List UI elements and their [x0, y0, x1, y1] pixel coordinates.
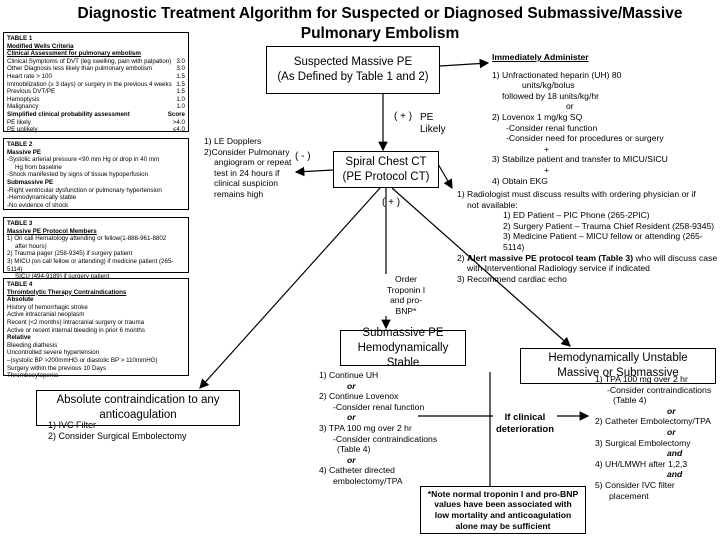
table-2-line: -Systolic arterial pressure <90 mm Hg or… [7, 156, 160, 164]
table-1-row: Immobilization (≥ 3 days) or surgery in … [7, 80, 185, 88]
table-3-subheading: Massive PE Protocol Members [7, 227, 97, 235]
table-3-line: SICU (494-9189) if surgery patient [15, 273, 110, 281]
arrow-ct-to-radiologist [437, 163, 453, 190]
plus-label-2: ( + ) [382, 197, 401, 208]
immediately-administer-text: Immediately Administer 1) Unfractionated… [492, 52, 668, 186]
table-4-line: Surgery within the previous 10 Days [7, 364, 107, 372]
table-4-subheading: Thrombolytic Therapy Contraindications [7, 288, 127, 296]
table-1-subheading: Modified Wells Criteria [7, 42, 74, 50]
spiral-chest-ct-box: Spiral Chest CT (PE Protocol CT) [333, 151, 439, 188]
table-2-line: -Shock manifested by signs of tissue hyp… [7, 171, 149, 179]
table-4-line: Recent (<2 months) intracranial surgery … [7, 318, 145, 326]
table-4-line: History of hemorrhagic stroke [7, 303, 88, 311]
if-clinical-deterioration-label: If clinical deterioration [493, 412, 557, 436]
minus-label: ( - ) [295, 151, 311, 162]
table-4-contraindications: TABLE 4 Thrombolytic Therapy Contraindic… [3, 278, 189, 379]
hemodynamically-unstable-box: Hemodynamically Unstable Massive or Subm… [520, 348, 716, 384]
table-1-heading: TABLE 1 [7, 35, 33, 42]
table-3-line: 2) Trauma pager (258-9345) if surgery pa… [7, 250, 133, 258]
suspected-massive-pe-box: Suspected Massive PE (As Defined by Tabl… [266, 46, 440, 94]
table-1-prob-header: Simplified clinical probability assessme… [7, 110, 185, 118]
table-2-pe-definitions: TABLE 2 Massive PE -Systolic arterial pr… [3, 138, 189, 210]
table-1-row: Other Diagnosis less likely than pulmona… [7, 65, 185, 73]
table-4-heading: TABLE 4 [7, 281, 33, 288]
absolute-options-list: 1) IVC Filter 2) Consider Surgical Embol… [48, 420, 187, 441]
table-3-heading: TABLE 3 [7, 220, 33, 227]
table-2-submassive: Submassive PE [7, 178, 54, 186]
table-4-line: –(systolic BP >200mmHG or diastolic BP >… [7, 356, 158, 364]
table-2-line: -Right ventricular dysfunction or pulmon… [7, 186, 162, 194]
suspected-sublabel: (As Defined by Table 1 and 2) [277, 71, 429, 83]
plus-label-1: ( + ) [394, 111, 413, 122]
table-2-heading: TABLE 2 [7, 141, 33, 148]
table-2-line: -No evidence of shock [7, 201, 69, 209]
submassive-pe-box: Submassive PE Hemodynamically Stable [340, 327, 466, 369]
absolute-contraindication-box: Absolute contraindication to any anticoa… [36, 390, 240, 426]
table-4-relative: Relative [7, 334, 31, 342]
table-4-absolute: Absolute [7, 296, 34, 304]
arrow-suspected-to-immediate [439, 58, 490, 69]
table-1-row: PE unlikely≤4.0 [7, 126, 185, 134]
unstable-treatment-list: 1) TPA 100 mg over 2 hr -Consider contra… [595, 374, 712, 501]
table-4-line: Bleeding diathesis [7, 341, 58, 349]
order-troponin-text: Order Troponin I and pro- BNP* [384, 274, 428, 317]
table-4-line: Active intracranial neoplasm [7, 311, 85, 319]
table-1-row: Clinical Symptoms of DVT (leg swelling, … [7, 57, 185, 65]
arrow-ct-to-absolute [199, 187, 381, 389]
table-3-line: 1) On call Hematology attending or fello… [7, 235, 167, 243]
table-4-line: Uncontrolled severe hypertension [7, 349, 100, 357]
arrow-ct-to-unstable [391, 187, 571, 347]
arrow-ct-to-ledoppler [294, 166, 334, 177]
troponin-note-box: *Note normal troponin I and pro-BNP valu… [420, 486, 586, 534]
table-3-protocol-members: TABLE 3 Massive PE Protocol Members 1) O… [3, 217, 189, 280]
table-2-line: -Hemodynamically stable [7, 194, 77, 202]
table-1-section: Clinical Assessment for pulmonary emboli… [7, 50, 141, 58]
table-4-line: Active or recent internal bleeding in pr… [7, 326, 145, 334]
table-2-line: Hg from baseline [15, 163, 62, 171]
suspected-label: Suspected Massive PE [293, 56, 413, 68]
table-3-line: after hours) [15, 242, 47, 250]
le-doppler-text: 1) LE Dopplers 2)Consider Pulmonary angi… [204, 136, 292, 199]
table-2-massive: Massive PE [7, 148, 42, 156]
submassive-treatment-list: 1) Continue UH or 2) Continue Lovenox -C… [319, 370, 438, 486]
table-1-wells-criteria: TABLE 1 Modified Wells Criteria Clinical… [3, 32, 189, 134]
table-1-row: PE likely>4.0 [7, 118, 185, 126]
radiologist-text: 1) Radiologist must discuss results with… [457, 189, 718, 284]
table-4-line: Thrombocytopenia [7, 372, 59, 380]
table-3-line: 3) MICU (on call fellow or attending) if… [7, 257, 174, 273]
pe-likely-label: PE Likely [420, 112, 446, 135]
page-title: Diagnostic Treatment Algorithm for Suspe… [77, 5, 683, 42]
